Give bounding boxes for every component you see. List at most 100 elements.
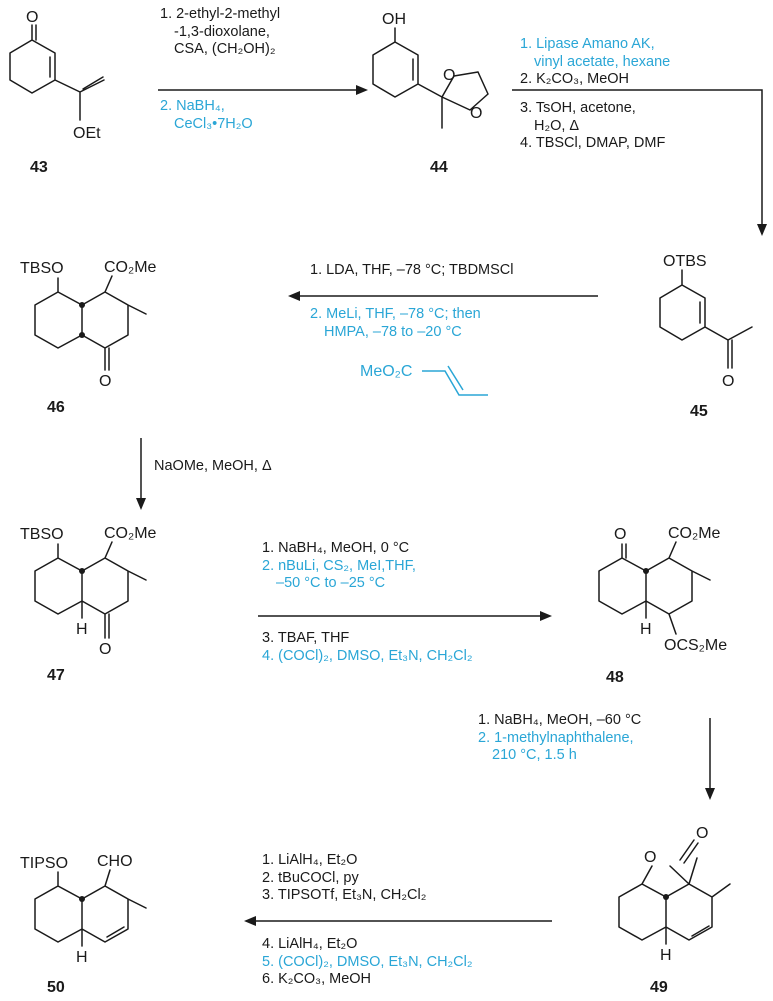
conditions-45-to-46-top: 1. LDA, THF, –78 °C; TBDMSCl [310, 262, 514, 280]
conditions-46-to-47: NaOMe, MeOH, Δ [154, 458, 272, 476]
compound-46: TBSO CO₂Me O 46 [20, 259, 157, 416]
bonds-49 [618, 857, 731, 945]
compound-43: O OEt 43 [9, 9, 105, 176]
arrowhead-43-to-44 [356, 85, 368, 95]
conditions-44-to-45-top: 1. Lipase Amano AK, vinyl acetate, hexan… [520, 36, 670, 89]
s5-cyan-line-3: 4. (COCl)₂, DMSO, Et₃N, CH₂Cl₂ [262, 647, 473, 664]
compound-number-44: 44 [430, 159, 448, 176]
conditions-47-to-48-top: 1. NaBH₄, MeOH, 0 °C 2. nBuLi, CS₂, MeI,… [262, 540, 416, 593]
arrowhead-46-to-47 [136, 498, 146, 510]
conditions-45-to-46-bottom: 2. MeLi, THF, –78 °C; then HMPA, –78 to … [310, 306, 481, 341]
bonds-44 [372, 27, 489, 129]
s2-cyan-line-1: 1. Lipase Amano AK, [520, 36, 655, 52]
reaction-arrows [136, 85, 767, 926]
reagent-crotonate-bonds [422, 365, 488, 396]
s2-line-3: 3. TsOH, acetone, [520, 100, 636, 116]
atom-47-co2me: CO₂Me [104, 525, 157, 542]
atom-45-o: O [722, 373, 734, 390]
atom-50-tipso: TIPSO [20, 855, 68, 872]
atom-49-h: H [660, 947, 672, 964]
atom-50-cho: CHO [97, 853, 133, 870]
atom-43-o: O [26, 9, 38, 26]
conditions-43-to-44-cyan: 2. NaBH₄, CeCl₃•7H₂O [160, 98, 253, 133]
stereo-dot-46b [79, 332, 85, 338]
arrowhead-47-to-48 [540, 611, 552, 621]
atom-49-o-carbonyl: O [696, 825, 708, 842]
s5-cyan-line-2: –50 °C to –25 °C [276, 575, 386, 591]
s5-line-1: 1. NaBH₄, MeOH, 0 °C [262, 540, 410, 556]
conditions-48-to-49: 1. NaBH₄, MeOH, –60 °C 2. 1-methylnaphth… [478, 712, 641, 765]
bonds-46 [34, 275, 147, 371]
stereo-dot-47 [79, 568, 85, 574]
s1-line-1: 1. 2-ethyl-2-methyl [160, 6, 281, 22]
atom-46-o: O [99, 373, 111, 390]
stereo-dot-48 [643, 568, 649, 574]
s6-cyan-line-2: 210 °C, 1.5 h [492, 747, 577, 763]
bonds-45 [659, 269, 753, 369]
s3-cyan-line-2: HMPA, –78 to –20 °C [324, 323, 462, 340]
atom-46-co2me: CO₂Me [104, 259, 157, 276]
stereo-dot-49 [663, 894, 669, 900]
compound-44: OH O O 44 [372, 11, 489, 176]
s7-cyan-line-1: 5. (COCl)₂, DMSO, Et₃N, CH₂Cl₂ [262, 953, 473, 970]
bonds-43 [9, 24, 105, 121]
bonds-48 [598, 541, 711, 635]
s7-line-1: 1. LiAlH₄, Et₂O [262, 852, 358, 868]
compound-50: TIPSO CHO H 50 [20, 853, 147, 996]
compound-48: O CO₂Me H OCS₂Me 48 [598, 525, 727, 686]
s2-line-4: H₂O, Δ [534, 117, 580, 134]
stereo-dot-46a [79, 302, 85, 308]
compound-47: TBSO CO₂Me H O 47 [20, 525, 157, 684]
compound-45: OTBS O 45 [659, 253, 753, 420]
atom-47-o: O [99, 641, 111, 658]
compound-number-47: 47 [47, 667, 65, 684]
s1-cyan-line-1: 2. NaBH₄, [160, 98, 225, 114]
s3-cyan-line-1: 2. MeLi, THF, –78 °C; then [310, 306, 481, 322]
atom-46-tbso: TBSO [20, 260, 64, 277]
atom-48-ocs2me: OCS₂Me [664, 637, 727, 654]
s2-line-2: 2. K₂CO₃, MeOH [520, 71, 630, 87]
compound-number-45: 45 [690, 403, 708, 420]
atom-47-tbso: TBSO [20, 526, 64, 543]
arrowhead-48-to-49 [705, 788, 715, 800]
atom-48-o: O [614, 526, 626, 543]
reagent-methyl-crotonate: MeO₂C [360, 363, 488, 396]
s7-line-2: 2. tBuCOCl, py [262, 869, 359, 886]
conditions-49-to-50-top: 1. LiAlH₄, Et₂O 2. tBuCOCl, py 3. TIPSOT… [262, 852, 426, 905]
arrowhead-49-to-50 [244, 916, 256, 926]
stereo-dot-50 [79, 896, 85, 902]
atom-50-h: H [76, 949, 88, 966]
s7-line-4: 4. LiAlH₄, Et₂O [262, 936, 358, 952]
atom-45-otbs: OTBS [663, 253, 707, 270]
conditions-47-to-48-bottom: 3. TBAF, THF 4. (COCl)₂, DMSO, Et₃N, CH₂… [262, 630, 473, 665]
compound-49: O O H 49 [618, 825, 731, 996]
compound-number-43: 43 [30, 159, 48, 176]
arrowhead-44-to-45 [757, 224, 767, 236]
compound-number-50: 50 [47, 979, 65, 996]
s1-line-2: -1,3-dioxolane, [174, 23, 270, 40]
compound-number-46: 46 [47, 399, 65, 416]
bond-49-lactone-co2 [683, 842, 699, 864]
s2-line-5: 4. TBSCl, DMAP, DMF [520, 135, 666, 151]
atom-48-h: H [640, 621, 652, 638]
atom-48-co2me: CO₂Me [668, 525, 721, 542]
s7-line-3: 3. TIPSOTf, Et₃N, CH₂Cl₂ [262, 887, 427, 903]
arrowhead-45-to-46 [288, 291, 300, 301]
s5-line-3: 3. TBAF, THF [262, 630, 350, 646]
atom-43-oet: OEt [73, 125, 101, 142]
s7-line-6: 6. K₂CO₃, MeOH [262, 971, 372, 987]
s1-line-3: CSA, (CH₂OH)₂ [174, 41, 276, 57]
atom-47-h: H [76, 621, 88, 638]
bonds-50 [34, 869, 147, 947]
s4-line-1: NaOMe, MeOH, Δ [154, 458, 272, 474]
conditions-43-to-44: 1. 2-ethyl-2-methyl -1,3-dioxolane, CSA,… [160, 6, 280, 59]
s3-line-1: 1. LDA, THF, –78 °C; TBDMSCl [310, 262, 514, 278]
atom-44-o1: O [443, 67, 455, 84]
atom-49-o-ring: O [644, 849, 656, 866]
compound-number-49: 49 [650, 979, 668, 996]
arrow-44-to-45 [512, 89, 763, 228]
reagent-meo2c-label: MeO₂C [360, 363, 412, 380]
conditions-49-to-50-bottom: 4. LiAlH₄, Et₂O 5. (COCl)₂, DMSO, Et₃N, … [262, 936, 473, 989]
